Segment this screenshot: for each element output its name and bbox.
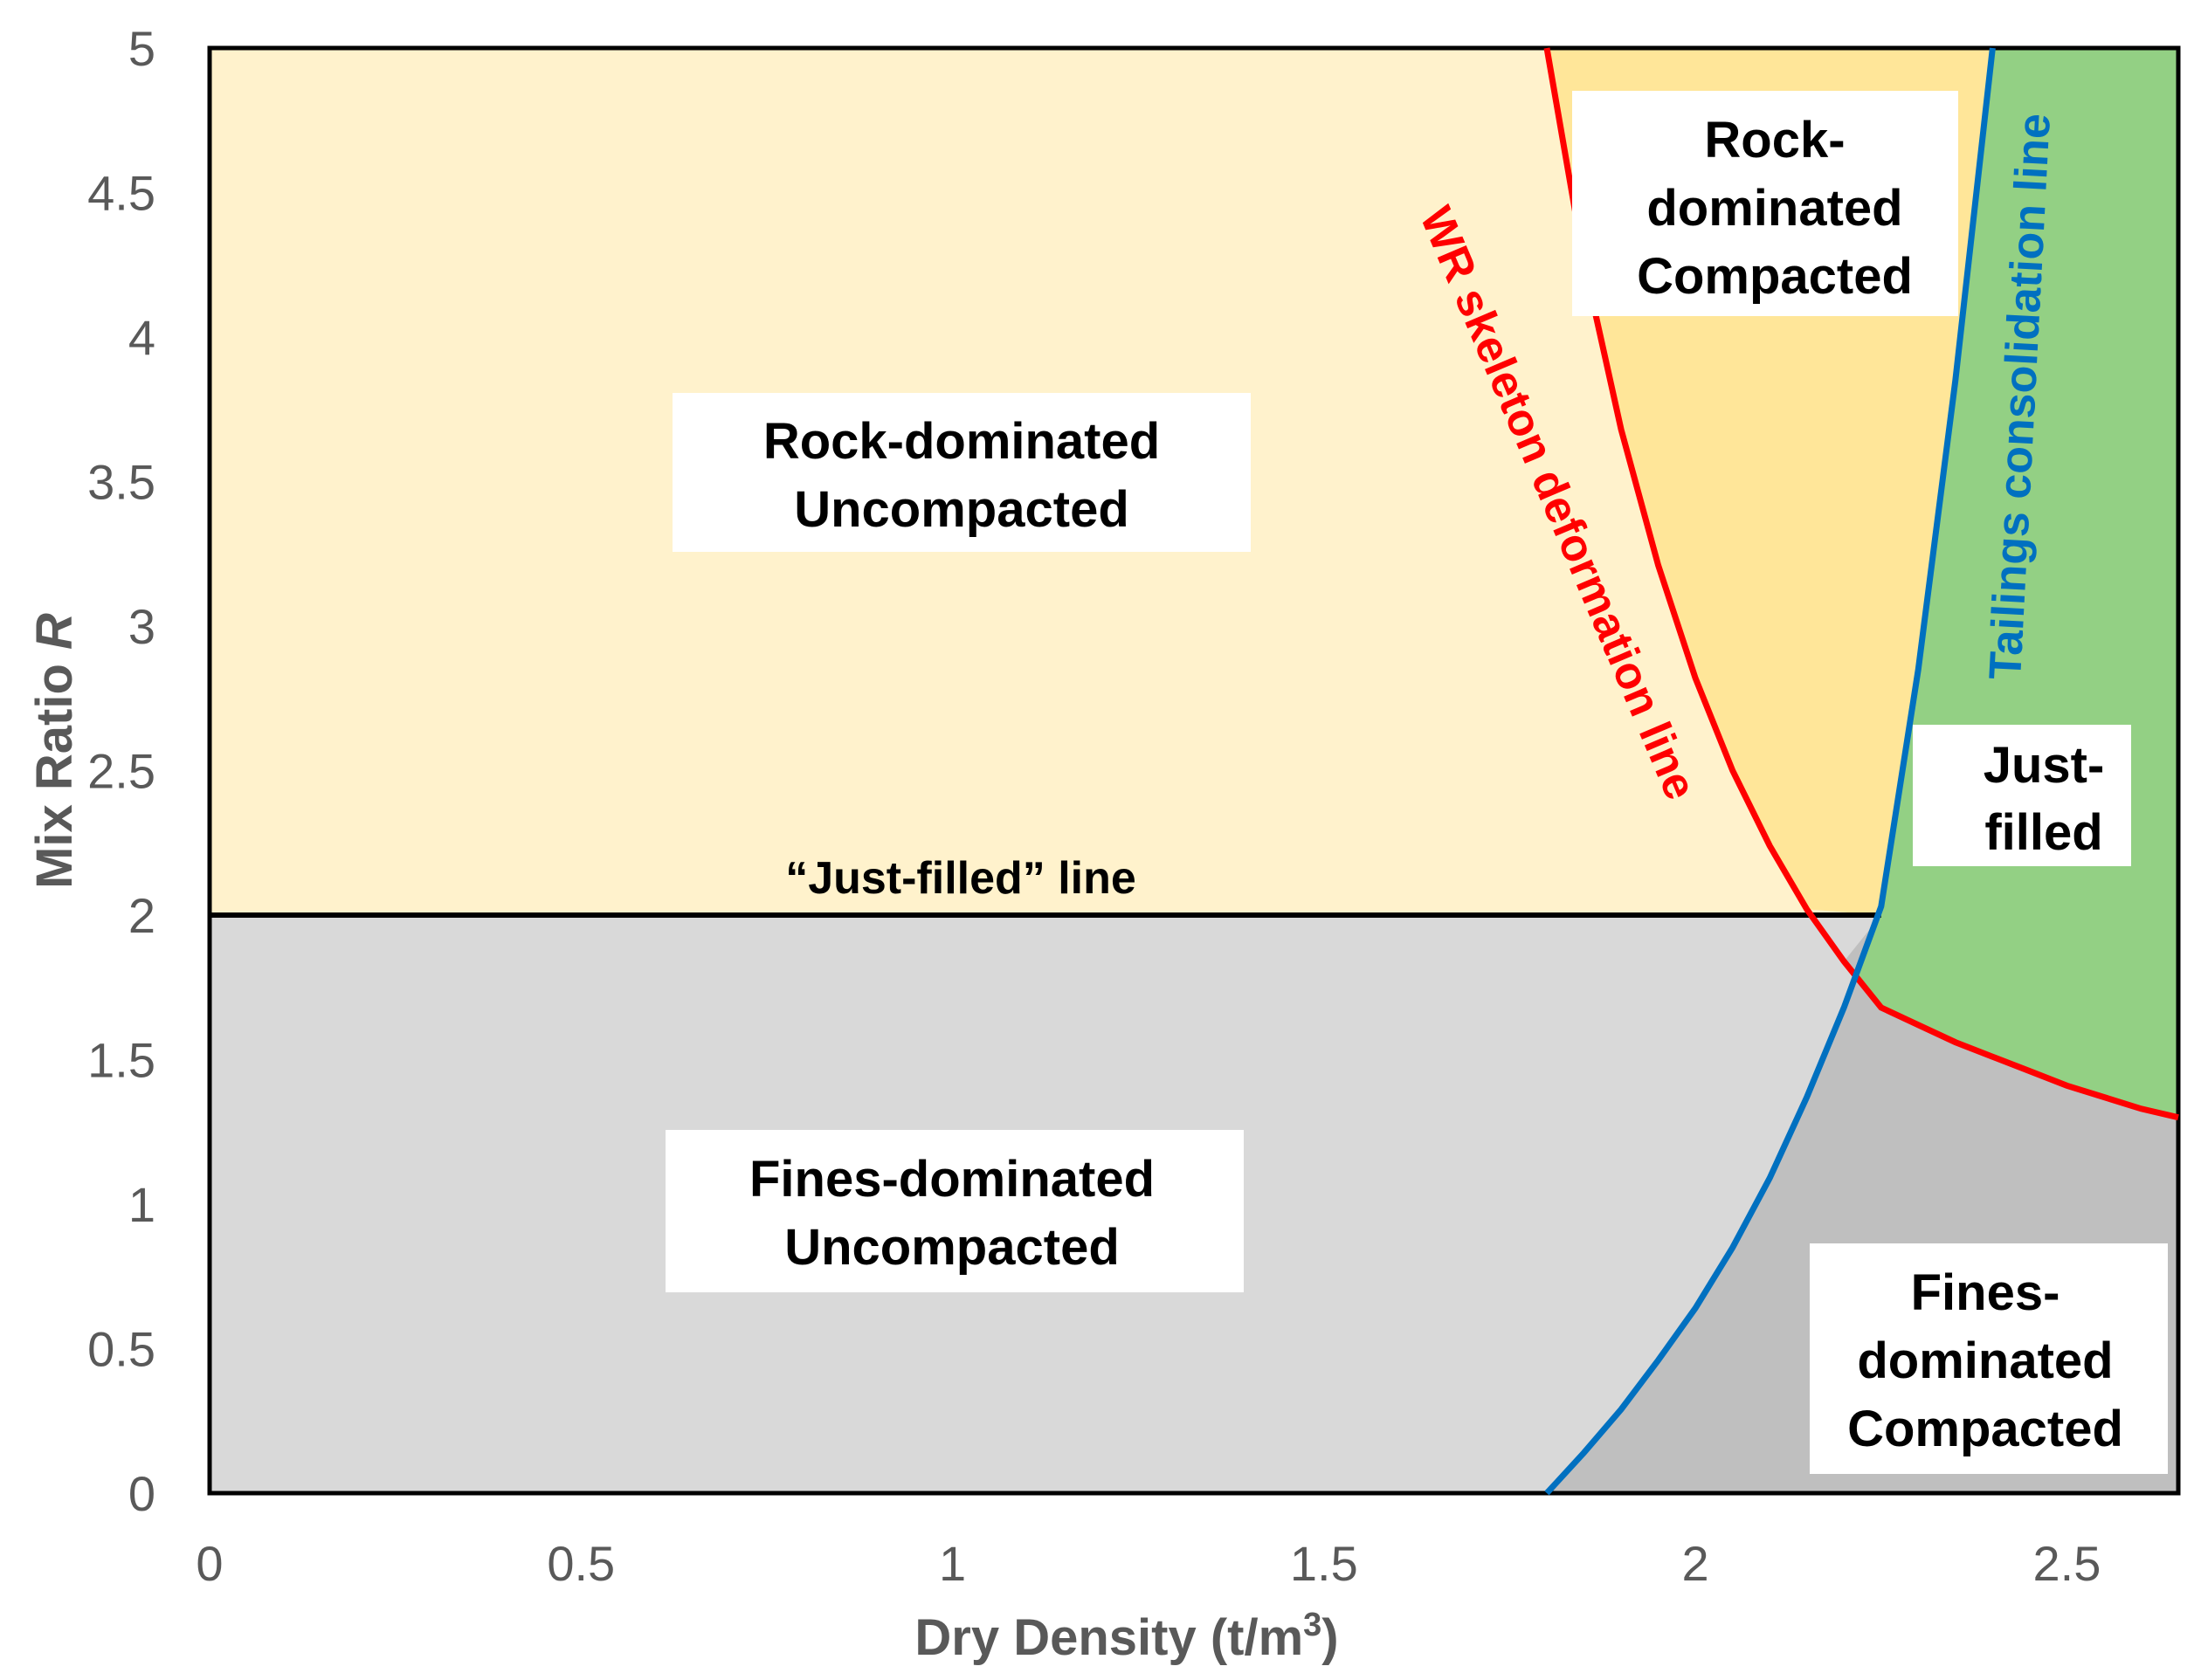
x-tick-label: 1	[939, 1536, 966, 1591]
svg-text:Fines-dominated: Fines-dominated	[749, 1151, 1155, 1208]
x-tick-label: 2.5	[2032, 1536, 2101, 1591]
y-axis-title: Mix Ratio R	[26, 613, 83, 889]
y-tick-label: 2	[128, 888, 155, 943]
svg-text:Rock-: Rock-	[1704, 112, 1845, 169]
label-just-filled: Just- filled	[1913, 725, 2131, 866]
y-tick-label: 5	[128, 21, 155, 76]
svg-text:Just-: Just-	[1984, 737, 2105, 794]
region-labels: Rock-dominated Uncompacted Rock- dominat…	[666, 91, 2168, 1474]
y-tick-label: 3.5	[87, 455, 155, 510]
svg-text:Compacted: Compacted	[1637, 248, 1913, 305]
wr-skeleton-deformation-line	[1543, 47, 2179, 1121]
x-tick-label: 2	[1682, 1536, 1709, 1591]
x-axis-title: Dry Density (t/m3)	[914, 1607, 1338, 1666]
svg-text:filled: filled	[1984, 804, 2102, 861]
just-filled-line-label: “Just-filled” line	[785, 853, 1136, 904]
svg-text:Fines-: Fines-	[1911, 1264, 2060, 1321]
x-tick-label: 1.5	[1290, 1536, 1358, 1591]
y-tick-label: 0	[128, 1466, 155, 1521]
svg-text:Compacted: Compacted	[1847, 1401, 2123, 1457]
y-tick-label: 1.5	[87, 1033, 155, 1088]
y-tick-label: 0.5	[87, 1322, 155, 1377]
label-fines-dominated-uncompacted: Fines-dominated Uncompacted	[666, 1130, 1244, 1292]
svg-text:Rock-dominated: Rock-dominated	[763, 413, 1160, 470]
label-fines-dominated-compacted: Fines- dominated Compacted	[1810, 1243, 2168, 1474]
svg-text:dominated: dominated	[1646, 180, 1902, 237]
svg-text:Uncompacted: Uncompacted	[784, 1219, 1120, 1276]
y-tick-labels: 0 0.5 1 1.5 2 2.5 3 3.5 4 4.5 5	[87, 21, 155, 1521]
tailings-consolidation-line	[1544, 47, 1996, 1496]
svg-text:Uncompacted: Uncompacted	[794, 481, 1129, 538]
label-rock-dominated-compacted: Rock- dominated Compacted	[1572, 91, 1958, 316]
svg-text:dominated: dominated	[1857, 1332, 2113, 1389]
x-tick-label: 0.5	[547, 1536, 615, 1591]
y-tick-label: 4.5	[87, 166, 155, 221]
y-tick-label: 3	[128, 599, 155, 654]
y-tick-label: 1	[128, 1177, 155, 1232]
plot-area-border	[207, 45, 2181, 1496]
y-tick-label: 2.5	[87, 744, 155, 799]
label-rock-dominated-uncompacted: Rock-dominated Uncompacted	[673, 393, 1251, 552]
data-series	[210, 47, 2179, 1496]
y-tick-label: 4	[128, 310, 155, 365]
x-tick-label: 0	[196, 1536, 223, 1591]
x-tick-labels: 0 0.5 1 1.5 2 2.5	[196, 1536, 2101, 1591]
